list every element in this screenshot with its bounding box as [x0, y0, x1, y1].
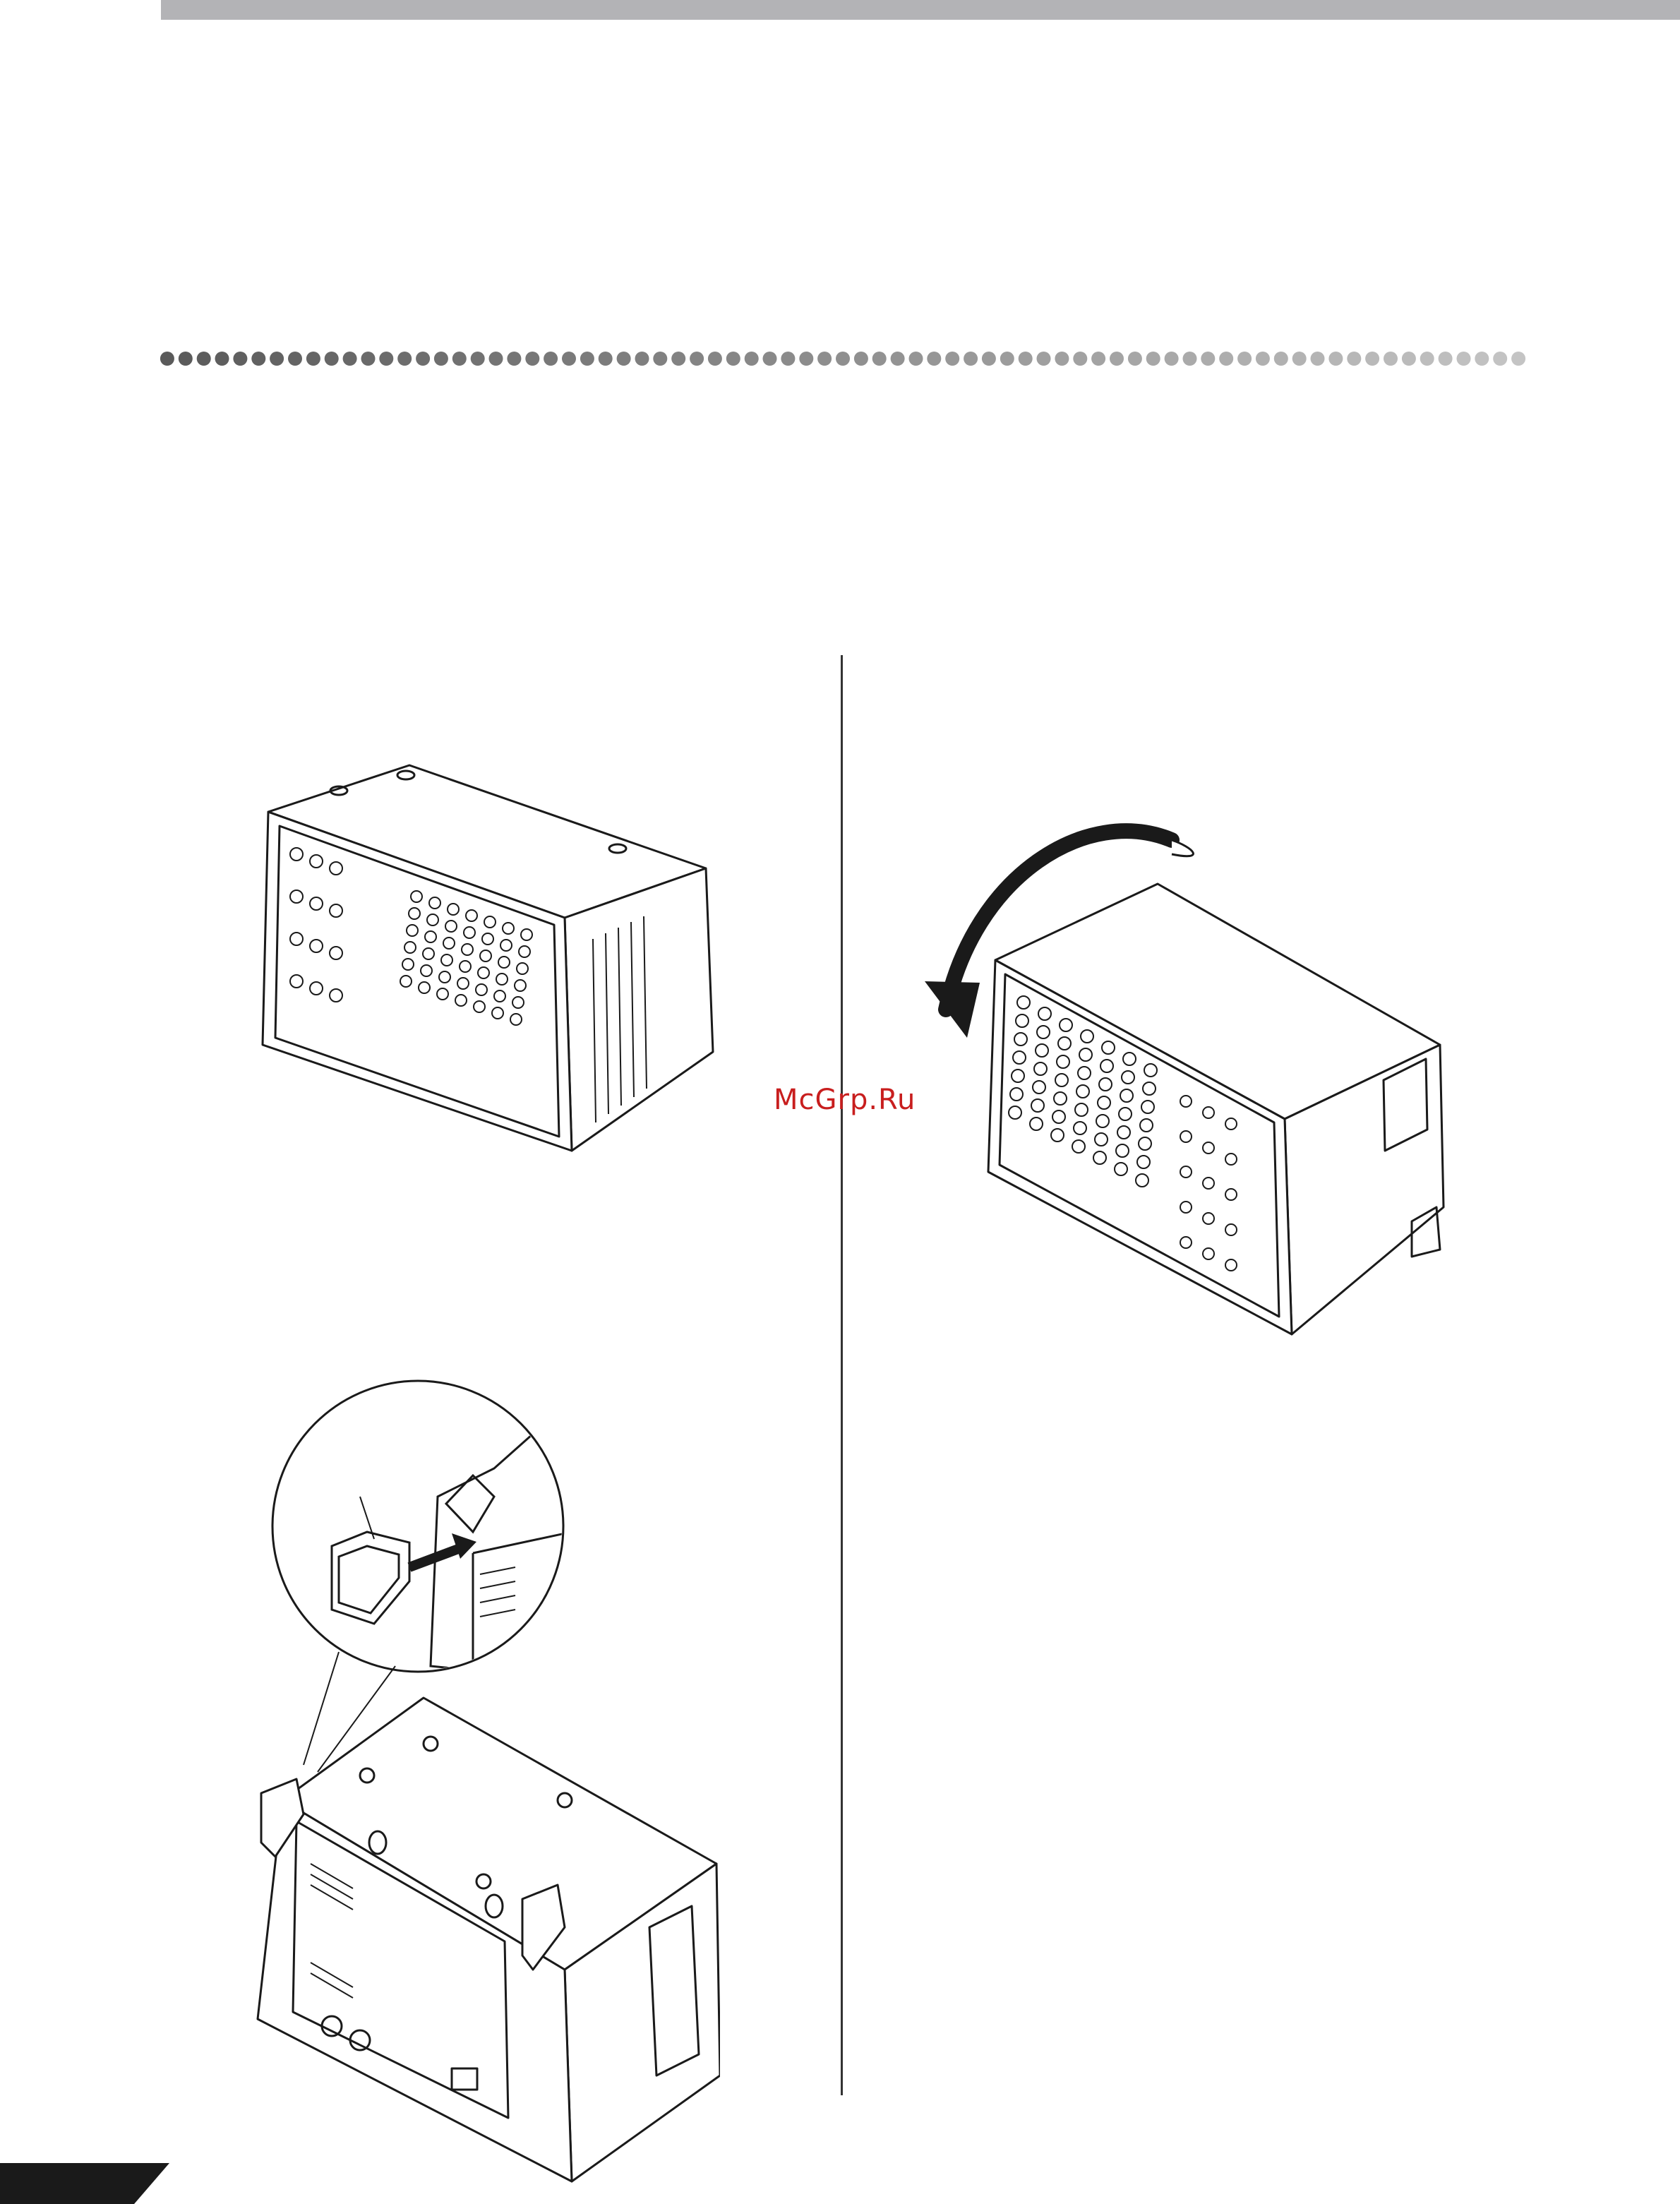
mixer-rotate-illustration: [918, 798, 1454, 1341]
rule-dot: [1420, 352, 1434, 366]
rule-dot: [1511, 352, 1525, 366]
rule-dot: [1110, 352, 1124, 366]
rule-dot: [489, 352, 503, 366]
page-number-tab: [0, 2163, 169, 2204]
rule-dot: [909, 352, 923, 366]
rule-dot: [197, 352, 211, 366]
rule-dot: [690, 352, 704, 366]
rule-dot: [270, 352, 284, 366]
rule-dot: [599, 352, 613, 366]
rule-dot: [927, 352, 941, 366]
rule-dot: [1128, 352, 1142, 366]
rule-dot: [1201, 352, 1215, 366]
dotted-section-rule: [158, 350, 1528, 367]
rule-dot: [1402, 352, 1416, 366]
rule-dot: [945, 352, 959, 366]
rule-dot: [525, 352, 539, 366]
rule-dot: [726, 352, 740, 366]
rule-dot: [1439, 352, 1453, 366]
rule-dot: [1146, 352, 1160, 366]
rule-dot: [872, 352, 887, 366]
rule-dot: [1219, 352, 1233, 366]
rule-dot: [635, 352, 649, 366]
rule-dot: [544, 352, 558, 366]
rule-dot: [964, 352, 978, 366]
rule-dot: [507, 352, 521, 366]
rule-dot: [160, 352, 174, 366]
rule-dot: [1256, 352, 1270, 366]
rule-dot: [379, 352, 393, 366]
rule-dot: [1365, 352, 1379, 366]
mixer-rear-panel-illustration: [254, 755, 734, 1158]
rule-dot: [251, 352, 265, 366]
rule-dot: [397, 352, 412, 366]
rule-dot: [799, 352, 813, 366]
rule-dot: [1274, 352, 1288, 366]
rule-dot: [306, 352, 320, 366]
rule-dot: [617, 352, 631, 366]
rule-dot: [1019, 352, 1033, 366]
rule-dot: [1475, 352, 1489, 366]
rule-dot: [1384, 352, 1398, 366]
rule-dot: [1347, 352, 1361, 366]
rule-dot: [763, 352, 777, 366]
rule-dot: [1073, 352, 1087, 366]
rule-dot: [1457, 352, 1471, 366]
rule-dot: [982, 352, 996, 366]
rule-dot: [817, 352, 832, 366]
rule-dot: [452, 352, 467, 366]
rule-dot: [781, 352, 795, 366]
rule-dot: [1037, 352, 1051, 366]
column-divider: [841, 655, 843, 2095]
rule-dot: [1311, 352, 1325, 366]
rule-dot: [416, 352, 430, 366]
rule-dot: [1183, 352, 1197, 366]
rule-dot: [1237, 352, 1252, 366]
rule-dot: [343, 352, 357, 366]
rule-dot: [1000, 352, 1014, 366]
rule-dot: [1493, 352, 1507, 366]
mixer-bottom-with-feet-illustration: [254, 1694, 720, 2188]
rule-dot: [836, 352, 850, 366]
rule-dot: [434, 352, 448, 366]
rule-dot: [580, 352, 594, 366]
rule-dot: [671, 352, 685, 366]
rule-dot: [562, 352, 576, 366]
rule-dot: [233, 352, 247, 366]
rule-dot: [1292, 352, 1307, 366]
rule-dot: [653, 352, 667, 366]
rule-dot: [891, 352, 905, 366]
rule-dot: [179, 352, 193, 366]
watermark-text: McGrp.Ru: [774, 1084, 916, 1116]
rule-dot: [215, 352, 229, 366]
rule-dot: [325, 352, 339, 366]
rule-dot: [854, 352, 868, 366]
rule-dot: [745, 352, 759, 366]
rule-dot: [1091, 352, 1105, 366]
rule-dot: [471, 352, 485, 366]
rule-dot: [288, 352, 302, 366]
rule-dot: [1055, 352, 1069, 366]
rule-dot: [708, 352, 722, 366]
header-bar: [161, 0, 1680, 20]
rule-dot: [1328, 352, 1343, 366]
rule-dot: [1165, 352, 1179, 366]
rule-dot: [361, 352, 376, 366]
